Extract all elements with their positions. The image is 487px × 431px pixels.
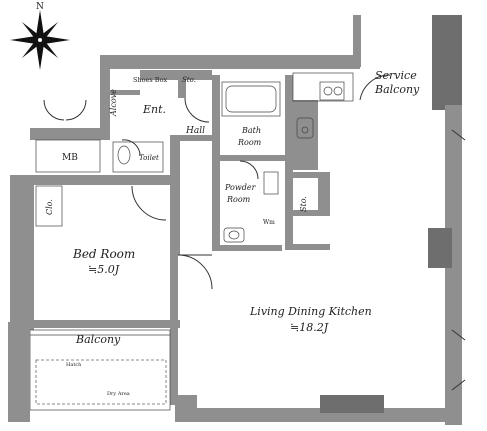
svg-text:Balcony: Balcony <box>75 333 121 346</box>
bed-room-label: Bed Room ≒5.0J <box>72 247 135 276</box>
bath-room-label: Bath Room <box>237 126 262 147</box>
svg-text:≒18.2J: ≒18.2J <box>290 321 329 334</box>
storage-right-label: Sto. <box>299 196 308 212</box>
alcove-label: Alcove <box>109 89 118 117</box>
svg-text:Bath: Bath <box>241 126 261 135</box>
entrance-label: Ent. <box>142 103 166 116</box>
svg-text:Powder: Powder <box>224 183 257 192</box>
svg-text:Living Dining Kitchen: Living Dining Kitchen <box>249 305 372 318</box>
svg-text:Room: Room <box>237 138 262 147</box>
toilet-label: Toilet <box>139 154 159 162</box>
shoes-box-label: Shoes Box <box>133 76 167 84</box>
svg-text:Room: Room <box>226 195 251 204</box>
svg-text:Balcony: Balcony <box>374 83 420 96</box>
compass-rose-icon <box>10 10 70 70</box>
mb-label: MB <box>62 153 78 163</box>
storage-top-label: Sto. <box>182 76 196 84</box>
ldk-label: Living Dining Kitchen ≒18.2J <box>249 305 372 334</box>
svg-text:Hatch: Hatch <box>66 362 82 368</box>
balcony-label: Balcony Hatch Dry Area <box>66 333 130 397</box>
powder-room-label: Powder Room <box>224 183 257 204</box>
svg-text:Bed Room: Bed Room <box>72 247 135 261</box>
svg-text:≒5.0J: ≒5.0J <box>88 263 120 276</box>
svg-text:Dry Area: Dry Area <box>107 391 130 397</box>
svg-text:Service: Service <box>375 69 417 82</box>
hall-label: Hall <box>185 126 205 136</box>
wash-machine-label: Wm <box>263 219 275 226</box>
north-label: N <box>36 2 44 12</box>
closet-label: Clo. <box>45 199 54 215</box>
service-balcony-label: Service Balcony <box>374 69 420 96</box>
